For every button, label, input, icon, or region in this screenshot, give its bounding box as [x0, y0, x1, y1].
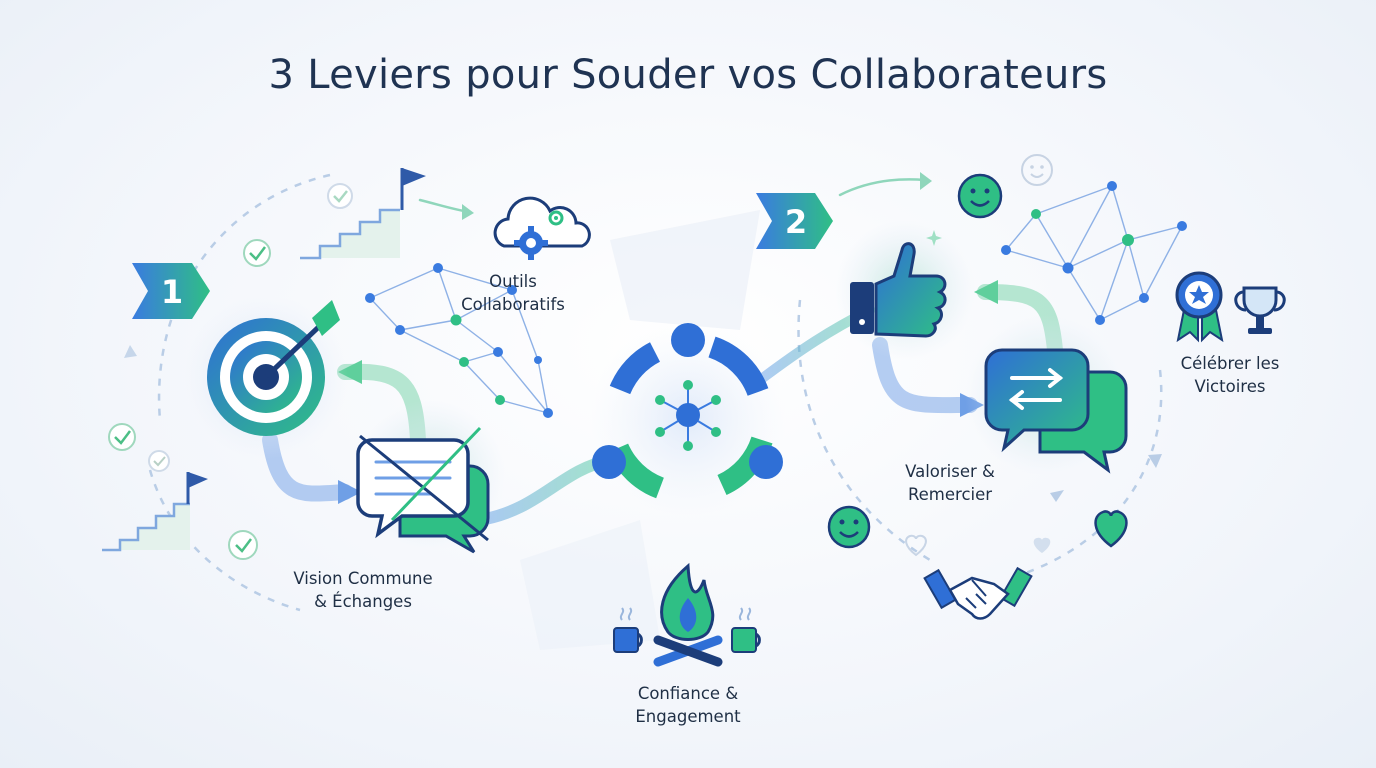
badge-step-2: 2: [756, 193, 833, 249]
campfire-icon: [653, 562, 723, 667]
smiley-icon: [827, 505, 871, 549]
heart-outline-icon: [905, 534, 1051, 557]
label-line: Victoires: [1194, 377, 1266, 396]
dashed-arc-left: [148, 173, 331, 612]
smiley-icon: [1021, 154, 1053, 186]
mug-left-icon: [613, 607, 643, 653]
stairs-flag-top-icon: [300, 168, 426, 260]
heart-icon: [1094, 510, 1128, 548]
badge-step-1: 1: [132, 263, 210, 319]
handshake-icon: [923, 566, 1033, 620]
cloud-gear-icon: [493, 196, 591, 260]
label-outils-collaboratifs: Outils Collaboratifs: [448, 270, 578, 316]
background-decor: [520, 210, 760, 650]
check-icon: [228, 530, 258, 560]
mug-right-icon: [731, 607, 761, 653]
medal-icon: [1175, 271, 1224, 343]
label-line: Engagement: [635, 707, 741, 726]
label-line: Collaboratifs: [461, 295, 565, 314]
label-celebrer-victoires: Célébrer les Victoires: [1160, 352, 1300, 398]
check-icons: [108, 183, 353, 560]
thumbs-up-icon: [835, 220, 975, 360]
label-line: Confiance &: [637, 684, 739, 703]
badge-2-text: 2: [785, 203, 807, 241]
label-confiance-engagement: Confiance & Engagement: [608, 682, 768, 728]
check-icon: [108, 423, 136, 451]
label-line: Vision Commune: [293, 569, 433, 588]
chat-icon: [355, 400, 505, 554]
stairs-flag-bottom-icon: [102, 472, 208, 552]
check-icon: [243, 239, 271, 267]
network-graph-center: [369, 267, 549, 414]
label-line: Valoriser &: [905, 462, 995, 481]
network-nodes-center: [365, 263, 553, 418]
trophy-icon: [1234, 286, 1286, 334]
swap-chat-icon: [965, 315, 1128, 475]
label-line: Remercier: [907, 485, 993, 504]
page-title: 3 Leviers pour Souder vos Collaborateurs: [268, 52, 1108, 98]
label-valoriser-remercier: Valoriser & Remercier: [880, 460, 1020, 506]
label-line: & Échanges: [314, 592, 412, 611]
label-vision-commune: Vision Commune & Échanges: [268, 567, 458, 613]
network-graph-right: [1005, 185, 1183, 321]
network-nodes-right: [1001, 181, 1187, 325]
dashed-arc-right: [797, 299, 1163, 577]
gear-icon: [514, 226, 548, 260]
check-icon: [327, 183, 353, 209]
label-line: Célébrer les: [1180, 354, 1280, 373]
badge-1-text: 1: [161, 273, 183, 311]
check-icon: [148, 450, 170, 472]
smiley-icon: [957, 173, 1003, 219]
target-icon: [184, 295, 348, 459]
team-circle-icon: [590, 320, 786, 516]
label-line: Outils: [489, 272, 537, 291]
